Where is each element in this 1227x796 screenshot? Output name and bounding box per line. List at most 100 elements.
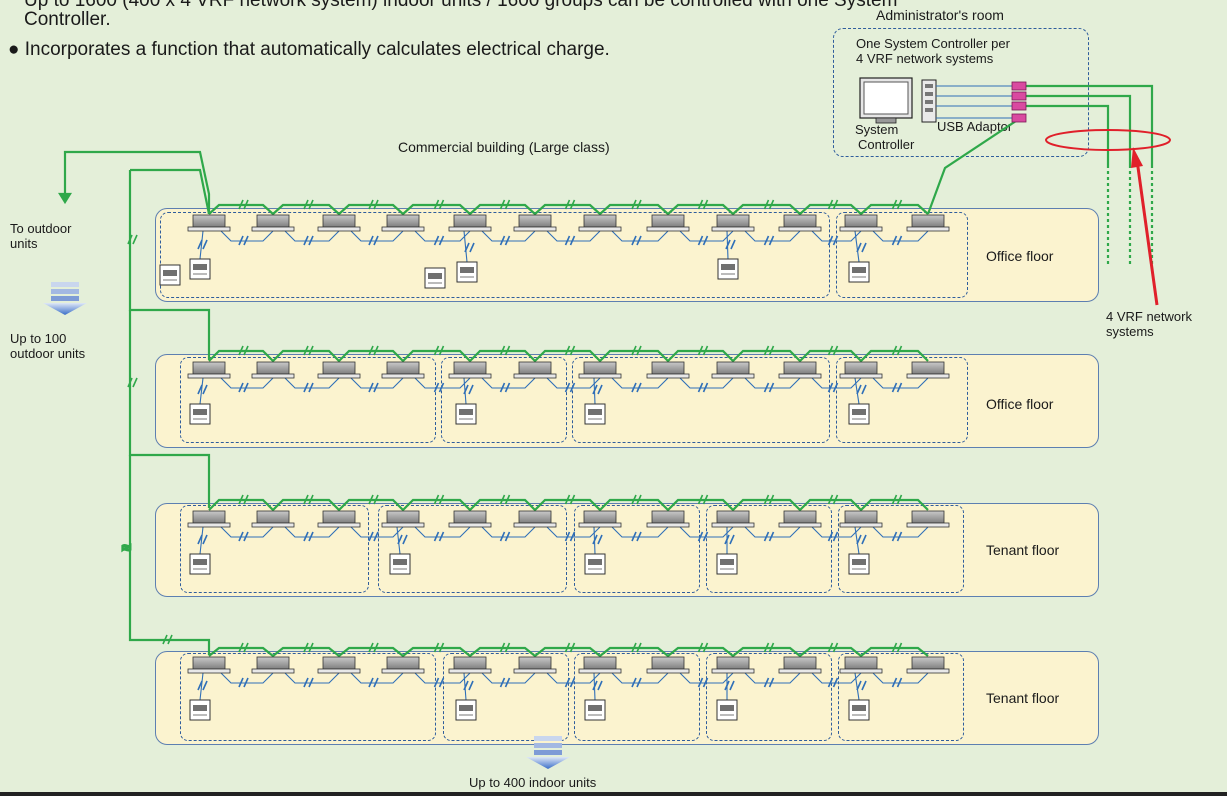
indoor-unit-icon [646, 214, 690, 232]
indoor-unit-icon [778, 361, 822, 379]
wire-break-mark [724, 534, 735, 545]
indoor-unit-icon [381, 214, 425, 232]
indoor-unit-icon [251, 361, 295, 379]
group-box [706, 505, 832, 593]
wire-break-mark [303, 677, 314, 688]
wire-break-mark [697, 382, 709, 393]
wire-break-mark [433, 677, 445, 688]
indoor-unit-icon [906, 214, 950, 232]
wire-break-mark [631, 677, 642, 688]
wire-break-mark [127, 234, 138, 245]
indoor-unit-icon [381, 361, 425, 379]
group-box [180, 653, 436, 741]
indoor-unit-icon [839, 510, 883, 528]
wire-break-mark [463, 680, 474, 691]
wire-break-mark [631, 235, 642, 246]
system-controller-label-2: Controller [858, 137, 915, 152]
indoor-unit-icon [187, 510, 231, 528]
group-box [574, 653, 700, 741]
wire-break-mark [763, 531, 775, 542]
indoor-unit-icon [448, 510, 492, 528]
wire-break-mark [303, 531, 314, 542]
wire-break-mark [499, 235, 511, 246]
floor-label: Tenant floor [986, 690, 1060, 706]
wire-break-mark [368, 382, 379, 393]
vrf-label-1: 4 VRF network [1106, 309, 1192, 324]
admin-note-2: 4 VRF network systems [856, 51, 994, 66]
wire-break-mark [891, 382, 903, 393]
wire-break-mark [564, 382, 576, 393]
bottom-label: Up to 400 indoor units [469, 775, 597, 790]
wire-break-mark [827, 382, 839, 393]
wire-break-mark [592, 384, 603, 395]
remote-controller-icon [584, 553, 606, 575]
indoor-unit-icon [513, 510, 557, 528]
down-arrow-icon [526, 736, 570, 769]
building-title: Commercial building (Large class) [398, 139, 610, 155]
wire-break-mark [763, 382, 775, 393]
red-arrow-icon [1135, 159, 1159, 306]
indoor-unit-icon [187, 656, 231, 674]
indoor-unit-icon [646, 361, 690, 379]
wire-break-mark [724, 680, 735, 691]
wire-break-mark [464, 242, 475, 253]
wire-break-mark [856, 384, 867, 395]
indoor-unit-icon [711, 214, 755, 232]
indoor-unit-icon [448, 656, 492, 674]
remote-controller-icon [848, 699, 870, 721]
indoor-unit-icon [187, 361, 231, 379]
wire-break-mark [499, 531, 511, 542]
wire-break-mark [197, 534, 208, 545]
indoor-unit-icon [646, 656, 690, 674]
group-box [574, 505, 700, 593]
wire-break-mark [397, 534, 408, 545]
indoor-unit-icon [646, 510, 690, 528]
indoor-unit-icon [578, 510, 622, 528]
admin-room-title: Administrator's room [876, 7, 1004, 23]
usb-port [1011, 113, 1027, 123]
remote-controller-icon [189, 403, 211, 425]
system-controller-icon [859, 77, 913, 124]
admin-note-1: One System Controller per [856, 36, 1010, 51]
remote-controller-icon [848, 553, 870, 575]
indoor-unit-icon [448, 361, 492, 379]
indoor-unit-icon [513, 656, 557, 674]
wire-break-mark [433, 382, 445, 393]
wire-break-mark [127, 377, 138, 388]
indoor-unit-icon [251, 656, 295, 674]
bottom-rule [0, 792, 1227, 796]
indoor-unit-icon [839, 361, 883, 379]
indoor-unit-icon [448, 214, 492, 232]
wire-break-mark [856, 534, 867, 545]
indoor-unit-icon [513, 214, 557, 232]
indoor-unit-icon [251, 510, 295, 528]
wire-break-mark [238, 531, 249, 542]
indoor-unit-icon [711, 510, 755, 528]
floor-label: Tenant floor [986, 542, 1060, 558]
wire-break-mark [499, 677, 511, 688]
indoor-unit-icon [778, 510, 822, 528]
wire-break-mark [827, 235, 839, 246]
bullet-2: ● Incorporates a function that automatic… [8, 39, 610, 60]
bullet-1: Up to 1600 (400 x 4 VRF network system) … [24, 0, 898, 11]
remote-controller-icon [189, 258, 211, 280]
remote-controller-icon [716, 699, 738, 721]
indoor-unit-icon [578, 361, 622, 379]
group-box [180, 505, 369, 593]
wire-break-mark [368, 235, 379, 246]
usb-port [1011, 91, 1027, 101]
group-box [836, 212, 968, 298]
indoor-unit-icon [711, 361, 755, 379]
to-outdoor-label-2: units [10, 236, 38, 251]
indoor-unit-icon [778, 214, 822, 232]
wire-break-mark [891, 531, 903, 542]
indoor-unit-icon [906, 361, 950, 379]
indoor-unit-icon [317, 656, 361, 674]
group-box [838, 505, 964, 593]
remote-controller-icon [189, 553, 211, 575]
indoor-unit-icon [578, 656, 622, 674]
remote-controller-icon [716, 553, 738, 575]
usb-port [1011, 101, 1027, 111]
